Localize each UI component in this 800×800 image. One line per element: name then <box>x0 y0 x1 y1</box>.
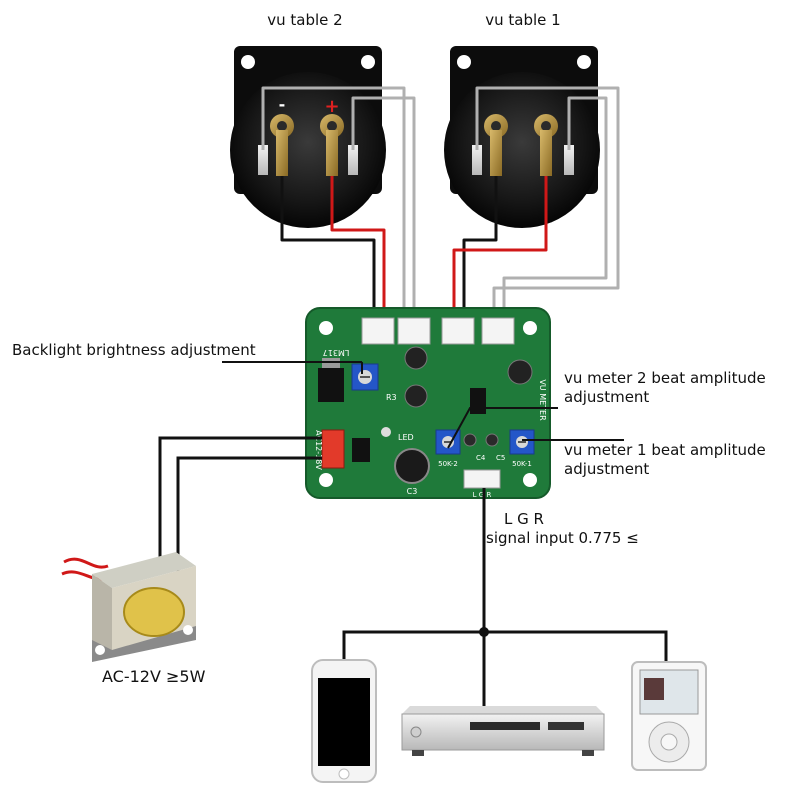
main-capacitor <box>394 448 430 484</box>
vu-meter-2: - + <box>230 46 386 228</box>
junction-dot <box>479 627 489 637</box>
vu-table-2-label: vu table 2 <box>267 11 343 29</box>
plus-sign: + <box>324 96 339 117</box>
silk-ac12v: AC12-18V <box>314 430 323 470</box>
mount-hole <box>361 55 375 69</box>
capacitor <box>507 359 533 385</box>
capacitor <box>463 433 477 447</box>
silk-led: LED <box>398 433 414 442</box>
gray-wire <box>475 86 620 318</box>
vu-meter-2-body <box>230 72 386 228</box>
lamp-tab <box>348 145 358 175</box>
capacitor <box>404 346 428 370</box>
driver-board: LM317 R3 C3 VU METER LED AC12-18V 50K-2 … <box>305 307 551 499</box>
meter-1-connector <box>441 317 475 345</box>
signal-input-label: signal input 0.775 ≤ <box>486 529 639 547</box>
silk-r3: R3 <box>386 393 397 402</box>
pcb-mount-hole <box>523 321 537 335</box>
mp3-player <box>631 661 707 771</box>
gray-wire <box>261 86 406 318</box>
meter-2-connector <box>361 317 395 345</box>
vu2-amplitude-label-line2: adjustment <box>564 388 650 406</box>
mount-hole <box>457 55 471 69</box>
black-wire <box>462 176 498 318</box>
vu1-amplitude-label-line2: adjustment <box>564 460 650 478</box>
power-wire <box>176 456 322 574</box>
phone-screen <box>318 678 370 766</box>
silk-c4: C4 <box>476 454 486 462</box>
power-spec-label: AC-12V ≥5W <box>102 667 206 686</box>
signal-bus <box>342 630 668 662</box>
transformer-assembly <box>61 436 322 662</box>
silk-c3: C3 <box>407 487 418 496</box>
silk-lgr: L G R <box>473 491 492 499</box>
led <box>381 427 391 437</box>
lamp-2-connector <box>397 317 431 345</box>
silk-50k-left: 50K-2 <box>438 460 458 468</box>
gray-wire <box>351 96 416 318</box>
minus-sign: - <box>279 95 286 114</box>
black-wire <box>280 176 376 318</box>
gray-wire <box>502 96 608 318</box>
lgr-label: L G R <box>504 510 544 528</box>
meter-wires <box>261 86 620 318</box>
mains-wire <box>63 557 109 569</box>
backlight-adjust-label: Backlight brightness adjustment <box>12 341 256 359</box>
transformer-top <box>92 552 196 588</box>
source-wiring <box>342 488 668 706</box>
leader-lines <box>222 361 624 449</box>
lamp-tab <box>472 145 482 175</box>
vu-meter-1 <box>444 46 600 228</box>
silk-vu-meter: VU METER <box>538 379 547 421</box>
vu-meter-1-body <box>444 72 600 228</box>
capacitor <box>485 433 499 447</box>
mount-hole <box>241 55 255 69</box>
red-wire <box>452 176 548 318</box>
vu2-leader <box>447 407 558 449</box>
power-connector <box>321 429 345 469</box>
power-wire <box>158 436 322 570</box>
voltage-regulator <box>318 368 344 402</box>
lamp-1-connector <box>481 317 515 345</box>
red-wire <box>330 176 386 318</box>
rectifier <box>352 438 370 462</box>
ic-chip <box>470 388 486 414</box>
lamp-tab <box>258 145 268 175</box>
pcb-mount-hole <box>523 473 537 487</box>
cd-tray <box>470 722 540 730</box>
cd-player <box>401 706 605 756</box>
vu2-amplitude-label-line1: vu meter 2 beat amplitude <box>564 369 766 387</box>
mount-hole <box>577 55 591 69</box>
capacitor <box>404 384 428 408</box>
smartphone <box>311 659 377 783</box>
audio-input-connector <box>463 469 501 489</box>
silk-c5: C5 <box>496 454 505 462</box>
transformer-coil <box>123 587 185 637</box>
vu-table-1-label: vu table 1 <box>485 11 561 29</box>
pcb-mount-hole <box>319 321 333 335</box>
pcb-mount-hole <box>319 473 333 487</box>
silk-50k-right: 50K-1 <box>512 460 532 468</box>
lamp-tab <box>564 145 574 175</box>
vu1-amplitude-label-line1: vu meter 1 beat amplitude <box>564 441 766 459</box>
silk-lm317: LM317 <box>323 348 350 357</box>
